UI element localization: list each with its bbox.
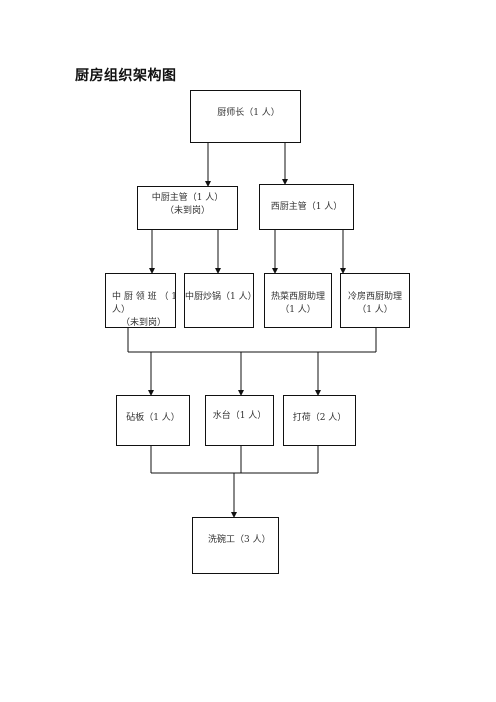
node-cold-room-assistant-label-2: （1 人） [357, 305, 393, 315]
node-prep-helper: 打荷（2 人） [283, 395, 356, 446]
node-hot-dish-assistant-label-1: 热菜西厨助理 [270, 292, 325, 302]
node-chopping-board-label: 砧板（1 人） [126, 413, 180, 423]
page-title: 厨房组织架构图 [75, 68, 177, 84]
node-western-supervisor-label: 西厨主管（1 人） [270, 202, 343, 212]
node-chinese-wok: 中厨炒锅（1 人） [184, 273, 257, 328]
node-chinese-supervisor-note: （未到岗） [164, 206, 210, 216]
node-western-supervisor: 西厨主管（1 人） [259, 184, 354, 230]
node-cold-room-assistant: 冷房西厨助理 （1 人） [340, 273, 410, 328]
node-hot-dish-assistant-label-2: （1 人） [280, 305, 316, 315]
node-chinese-supervisor: 中厨主管（1 人） （未到岗） [137, 186, 238, 230]
node-water-station: 水台（1 人） [205, 395, 274, 446]
node-chinese-wok-label: 中厨炒锅（1 人） [185, 292, 257, 302]
node-chinese-supervisor-label: 中厨主管（1 人） [151, 193, 224, 203]
node-chinese-lead-label-2: 人） [112, 305, 131, 315]
node-water-station-label: 水台（1 人） [212, 411, 267, 421]
node-cold-room-assistant-label-1: 冷房西厨助理 [347, 292, 402, 302]
node-dishwasher: 洗碗工（3 人） [192, 517, 279, 574]
node-head-chef-label: 厨师长（1 人） [217, 108, 280, 118]
node-head-chef: 厨师长（1 人） [190, 90, 301, 143]
node-chinese-lead-label-1: 中 厨 领 班 （ 1 [112, 292, 178, 302]
node-hot-dish-assistant: 热菜西厨助理 （1 人） [264, 273, 332, 328]
node-prep-helper-label: 打荷（2 人） [292, 413, 347, 423]
node-chopping-board: 砧板（1 人） [116, 395, 190, 446]
node-chinese-lead: 中 厨 领 班 （ 1 人） （未到岗） [105, 273, 178, 328]
node-dishwasher-label: 洗碗工（3 人） [208, 535, 271, 545]
node-chinese-lead-note: （未到岗） [121, 318, 167, 328]
